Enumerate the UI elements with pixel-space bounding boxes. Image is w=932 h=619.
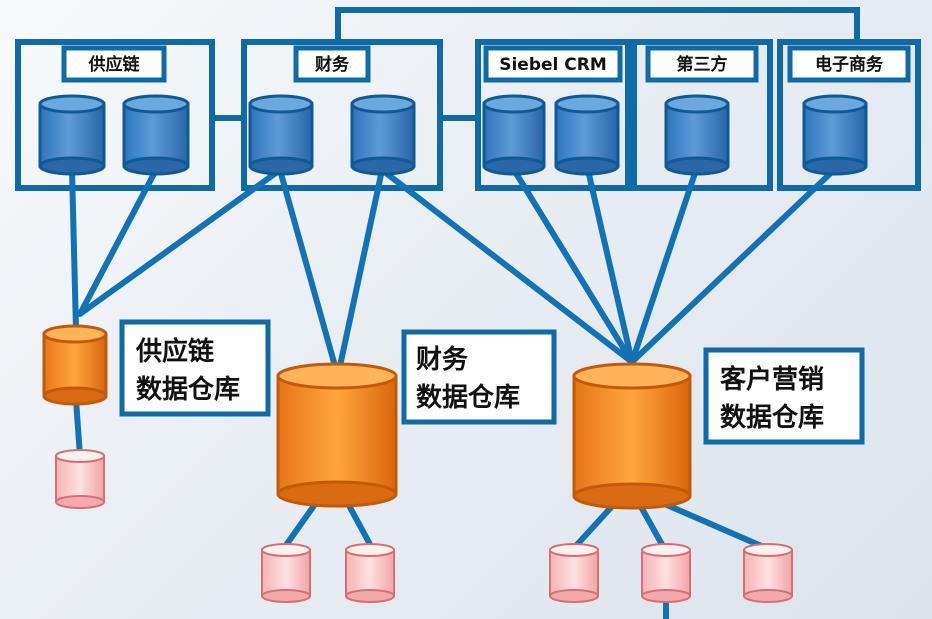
mart-database-icon xyxy=(261,543,311,603)
warehouse-label-finance-line1: 财务 xyxy=(416,345,468,375)
tab-finance xyxy=(293,45,371,83)
tab-supply xyxy=(61,45,167,83)
panel-ecom xyxy=(777,39,921,191)
warehouse-database-finance xyxy=(276,362,398,508)
mart-database-icon xyxy=(641,543,691,603)
source-databases xyxy=(38,94,868,176)
source-label-crm: Siebel CRM xyxy=(499,55,607,75)
source-label-third: 第三方 xyxy=(677,54,728,75)
source-to-warehouse-links xyxy=(69,167,837,369)
warehouse-label-supply-line1: 供应链 xyxy=(135,336,214,367)
panel-supply xyxy=(15,39,215,191)
database-icon xyxy=(122,94,190,176)
tab-ecom xyxy=(787,45,911,83)
warehouse-database-supply xyxy=(42,324,108,406)
label-box-finance xyxy=(401,329,557,425)
source-label-supply: 供应链 xyxy=(88,54,141,75)
warehouse-label-supply-line2: 数据仓库 xyxy=(136,374,240,405)
panel-third xyxy=(631,39,773,191)
tab-crm xyxy=(483,45,623,83)
source-label-finance: 财务 xyxy=(314,54,350,75)
warehouse-to-mart-links xyxy=(73,397,769,619)
database-icon xyxy=(248,94,314,176)
panel-finance xyxy=(241,39,443,191)
database-icon xyxy=(664,94,730,176)
mart-database-icon xyxy=(55,449,105,509)
tab-third xyxy=(645,45,759,83)
database-icon xyxy=(554,94,620,176)
warehouse-label-customer-line1: 客户营销 xyxy=(720,364,824,395)
top-bracket-connector xyxy=(335,7,860,40)
label-box-customer xyxy=(703,347,865,445)
database-icon xyxy=(350,94,416,176)
database-icon xyxy=(482,94,546,176)
database-icon xyxy=(38,94,106,176)
panel-crm xyxy=(475,39,631,191)
mart-database-icon xyxy=(549,543,599,603)
source-label-ecom: 电子商务 xyxy=(815,54,884,75)
mart-database-icon xyxy=(743,543,793,603)
warehouse-database-customer xyxy=(572,362,692,510)
database-icon xyxy=(802,94,868,176)
mart-database-icon xyxy=(345,543,395,603)
warehouse-label-finance-line2: 数据仓库 xyxy=(416,382,520,413)
label-box-supply xyxy=(119,319,271,417)
warehouse-label-customer-line2: 数据仓库 xyxy=(720,402,824,433)
